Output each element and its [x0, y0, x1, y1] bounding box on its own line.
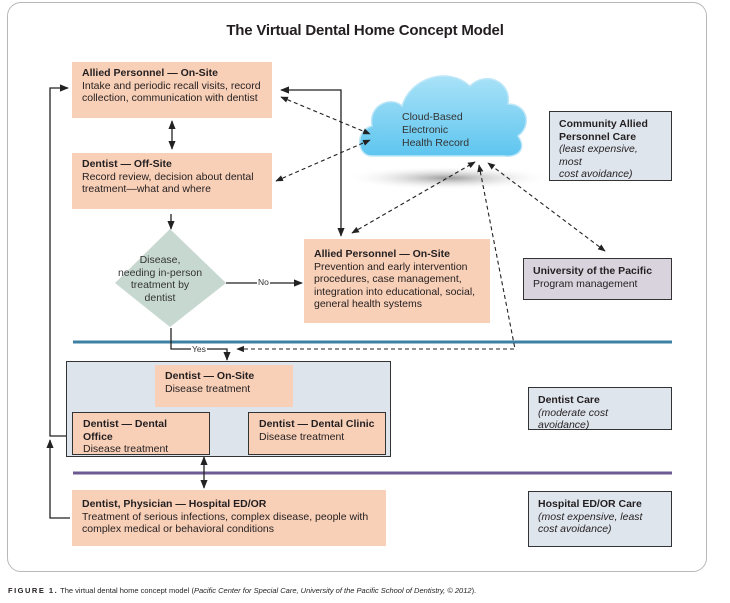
- dashed-allied-cloud: [280, 96, 371, 135]
- panel-hospital-care: Hospital ED/OR Care (most expensive, lea…: [528, 491, 672, 547]
- edge-label-yes: Yes: [191, 344, 207, 354]
- node-hospital-ed-or: Dentist, Physician — Hospital ED/OR Trea…: [72, 490, 386, 546]
- decision-label: Disease, needing in-person treatment by …: [117, 254, 203, 304]
- cloud-shape: [358, 75, 528, 158]
- decision-diamond: [115, 229, 226, 327]
- node-allied-personnel-mid: Allied Personnel — On-Site Prevention an…: [304, 239, 490, 323]
- node-dentist-dental-office: Dentist — Dental Office Disease treatmen…: [72, 412, 210, 455]
- node-dentist-offsite: Dentist — Off-Site Record review, decisi…: [72, 153, 272, 209]
- caption-end: ).: [471, 586, 477, 595]
- panel-dentist-care: Dentist Care (moderate cost avoidance): [528, 387, 672, 431]
- node-dentist-dental-clinic: Dentist — Dental Clinic Disease treatmen…: [248, 412, 386, 455]
- arrow-office-to-top: [49, 84, 70, 437]
- caption-text: The virtual dental home concept model (: [58, 586, 194, 595]
- arrow-hospital-to-top: [46, 439, 70, 519]
- caption-source: Pacific Center for Special Care, Univers…: [193, 586, 472, 595]
- panel-university-of-the-pacific: University of the Pacific Program manage…: [523, 258, 672, 300]
- arrow-topbox-to-allied-mid: [280, 86, 345, 237]
- edge-label-no: No: [257, 277, 270, 287]
- node-dentist-onsite: Dentist — On-Site Disease treatment: [155, 365, 293, 407]
- figure-caption: FIGURE 1. The virtual dental home concep…: [8, 586, 476, 595]
- dashed-university-cloud: [487, 162, 606, 252]
- cloud-shadow: [343, 166, 553, 190]
- figure-label: FIGURE 1.: [8, 586, 59, 595]
- figure-title: The Virtual Dental Home Concept Model: [226, 22, 504, 39]
- node-allied-personnel-top: Allied Personnel — On-Site Intake and pe…: [72, 62, 272, 118]
- panel-community-allied-care: Community Allied Personnel Care (least e…: [549, 111, 672, 181]
- cloud-ehr-label: Cloud-Based Electronic Health Record: [402, 111, 470, 149]
